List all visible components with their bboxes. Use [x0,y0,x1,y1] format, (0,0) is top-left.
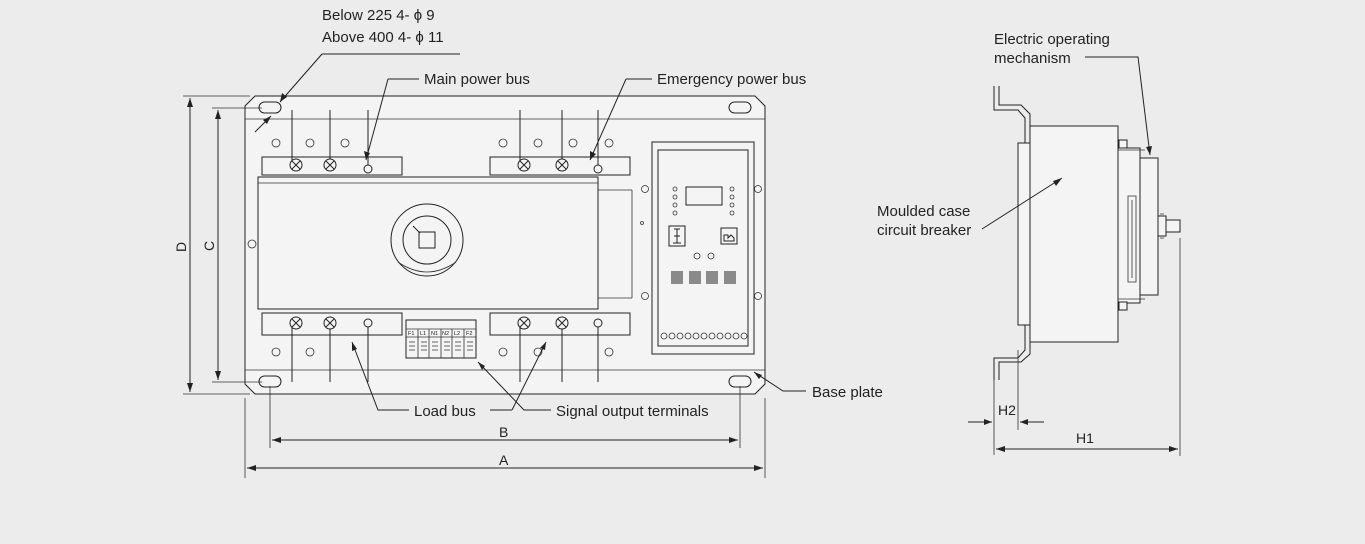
front-view: F1 L1 N1 N2 L2 F2 [244,95,766,395]
controller-display [685,186,723,206]
dimension-c-label: C [201,241,217,251]
label-electric-operating-line2: mechanism [994,50,1071,67]
bottom-screws [289,316,603,330]
mounting-slot-tl [258,101,282,114]
operating-mechanism-cover [1139,157,1159,296]
factory-symbol-icon [720,227,738,245]
label-load-bus: Load bus [414,403,476,420]
rotary-handle [390,203,464,277]
panel-buttons [671,271,736,284]
mounting-slot-bl [258,375,282,388]
terminal-label-n2: N2 [442,331,449,337]
dimension-d-label: D [173,242,189,252]
terminal-label-l1: L1 [420,331,426,337]
terminal-label-l2: L2 [454,331,460,337]
terminal-label-f1: F1 [408,331,414,337]
dimension-h2-label: H2 [998,402,1016,418]
controller-panel [641,141,762,355]
label-moulded-case-line1: Moulded case [877,203,970,220]
label-electric-operating-line1: Electric operating [994,31,1110,48]
front-callouts: Below 225 4- ϕ 9 Above 400 4- ϕ 11 Main … [254,7,883,420]
indicator-leds-left [672,186,678,216]
bottom-bus-bars [291,325,599,382]
label-moulded-case-line2: circuit breaker [877,222,971,239]
terminal-label-n1: N1 [431,331,438,337]
breaker-front-lip [1017,142,1031,326]
mounting-slot-tr [728,101,752,114]
top-screws [289,158,603,174]
label-signal-output-terminals: Signal output terminals [556,403,709,420]
dimension-h1-label: H1 [1076,430,1094,446]
mount-note-line1: Below 225 4- ϕ 9 [322,7,435,24]
front-dimensions: D C B A [173,95,766,478]
side-callouts: Electric operating mechanism Moulded cas… [877,31,1181,456]
mount-note-line2: Above 400 4- ϕ 11 [322,29,444,46]
label-main-power-bus: Main power bus [424,71,530,88]
operating-mechanism-body [1117,147,1141,304]
breaker-body [1029,125,1119,343]
dimension-a-label: A [499,452,509,468]
terminal-label-f2: F2 [466,331,472,337]
label-emergency-power-bus: Emergency power bus [657,71,806,88]
label-base-plate: Base plate [812,384,883,401]
dimension-b-label: B [499,424,508,440]
plate-holes [247,138,614,357]
panel-terminal-holes [660,332,748,340]
mounting-slot-br [728,375,752,388]
signal-terminal-block: F1 L1 N1 N2 L2 F2 [405,319,477,359]
indicator-leds-right [729,186,735,216]
side-view [993,86,1181,380]
